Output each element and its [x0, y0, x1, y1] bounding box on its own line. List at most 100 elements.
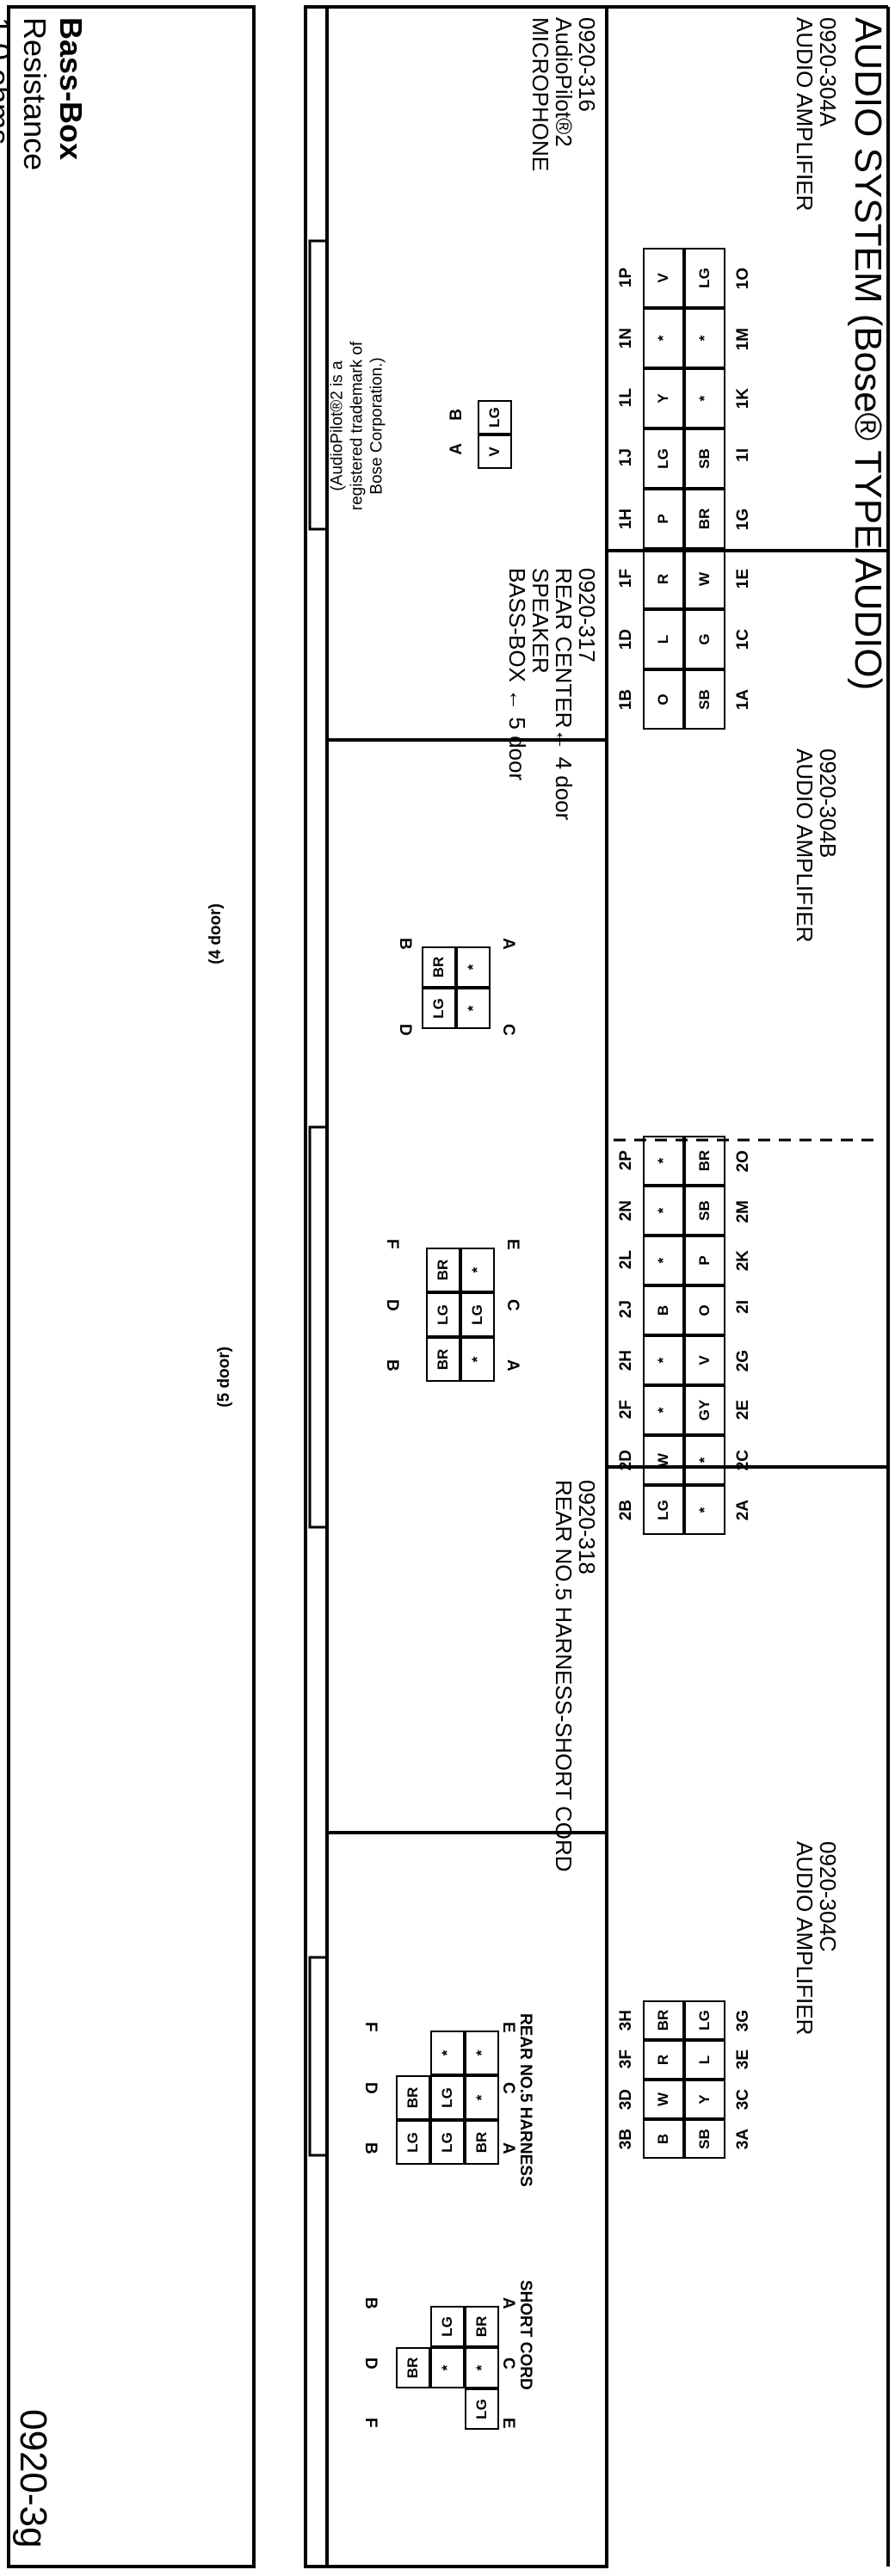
c304b-cell-r2: *	[643, 1385, 684, 1435]
c304a-cell-r2: V	[643, 248, 684, 308]
c304a-cell-r2: *	[643, 308, 684, 368]
c318-harness-pin: A	[499, 2142, 517, 2154]
c304c-cell-r1: L	[684, 2040, 725, 2080]
bass-box-line1: Resistance	[17, 17, 52, 171]
c316-cell: V	[478, 434, 512, 469]
c317-4door-cell: *	[456, 946, 491, 988]
c304a-code: 0920-304A	[815, 17, 841, 127]
c304b-pin: 2C	[734, 1450, 752, 1471]
c304a-cell-r1: G	[684, 609, 725, 669]
c304a-pin: 1E	[734, 569, 752, 589]
c316-pin: A	[448, 443, 466, 455]
c304c-cell-r2: B	[643, 2119, 684, 2159]
c304c-pin: 3A	[734, 2129, 752, 2150]
c316-note: (AudioPilot®2 is a registered trademark …	[328, 341, 386, 511]
c316-name-1: AudioPilot®2	[551, 17, 577, 147]
c304b-pin: 2B	[617, 1500, 635, 1521]
c317-5door-pin: C	[503, 1299, 522, 1311]
c317-4door-pin: B	[396, 938, 414, 950]
c304a-pin: 1C	[734, 629, 752, 650]
c304c-code: 0920-304C	[815, 1841, 841, 1952]
c317-code: 0920-317	[574, 568, 600, 662]
c317-4door-pin: D	[396, 1024, 414, 1036]
c304a-cell-r2: P	[643, 489, 684, 549]
page-title: AUDIO SYSTEM (Bose® TYPE AUDIO)	[847, 17, 889, 691]
c317-4door-cell: BR	[422, 946, 456, 988]
c318-harness-pin: C	[499, 2082, 517, 2094]
c304b-pin: 2I	[734, 1300, 752, 1314]
c304c-cell-r1: Y	[684, 2080, 725, 2119]
bass-box-title: Bass-Box	[53, 17, 89, 161]
c318-harness-pin: D	[361, 2082, 380, 2094]
c304a-cell-r2: LG	[643, 428, 684, 489]
c304b-cell-r1: *	[684, 1435, 725, 1485]
c304c-pin: 3E	[734, 2049, 752, 2070]
c304b-cell-r2: *	[643, 1136, 684, 1186]
c318-short-cell: LG	[465, 2388, 499, 2430]
c318-harness-cell: LG	[430, 2075, 465, 2120]
c318-short-cord-label: SHORT CORD	[516, 2280, 534, 2390]
c304b-cell-r1: P	[684, 1236, 725, 1285]
c304a-pin: 1N	[617, 328, 635, 349]
c304b-pin: 2F	[617, 1400, 635, 1420]
c304a-cell-r1: SB	[684, 669, 725, 730]
c316-cell: LG	[478, 400, 512, 434]
c304c-pin: 3H	[617, 2010, 635, 2031]
c304a-pin: 1A	[734, 689, 752, 711]
c304c-pin: 3B	[617, 2129, 635, 2150]
c317-name-2: SPEAKER	[528, 568, 553, 674]
c317-name-1: REAR CENTER← 4 door	[551, 568, 577, 821]
c317-4door-cell: LG	[422, 988, 456, 1029]
c304c-pin: 3F	[617, 2049, 635, 2069]
c304b-cell-r2: *	[643, 1186, 684, 1236]
c318-harness-cell: *	[430, 2031, 465, 2075]
c317-name-3: BASS-BOX ← 5 door	[504, 568, 530, 781]
c304b-cell-r2: *	[643, 1335, 684, 1385]
c304a-pin: 1O	[734, 268, 752, 290]
c317-5door-cell: *	[460, 1337, 495, 1382]
bass-box-line2: 1.0 ohms	[0, 17, 16, 145]
c318-harness-cell: BR	[396, 2075, 430, 2120]
c304a-cell-r1: *	[684, 308, 725, 368]
c318-code: 0920-318	[574, 1480, 600, 1575]
c304b-pin: 2D	[617, 1450, 635, 1471]
c317-5door-pin: E	[503, 1239, 522, 1250]
c317-4door-cell: *	[456, 988, 491, 1029]
c317-5door-cell: *	[460, 1248, 495, 1292]
c304b-pin: 2N	[617, 1200, 635, 1222]
c304b-name: AUDIO AMPLIFIER	[792, 749, 818, 943]
c317-5door-pin: A	[503, 1359, 522, 1371]
c304b-cell-r2: *	[643, 1236, 684, 1285]
c318-short-pin: E	[499, 2418, 517, 2429]
c318-harness-cell: LG	[430, 2120, 465, 2165]
c304b-pin: 2L	[617, 1250, 635, 1270]
c317-5door-cell: LG	[460, 1292, 495, 1337]
c304a-pin: 1P	[617, 268, 635, 288]
c304a-pin: 1G	[734, 508, 752, 531]
c304a-cell-r1: LG	[684, 248, 725, 308]
c304b-cell-r1: BR	[684, 1136, 725, 1186]
c316-pin: B	[448, 409, 466, 421]
c317-5door-pin: F	[383, 1239, 401, 1249]
c318-harness-cell: LG	[396, 2120, 430, 2165]
c304a-name: AUDIO AMPLIFIER	[792, 17, 818, 212]
c317-5door-cell: LG	[426, 1292, 460, 1337]
c318-short-pin: D	[361, 2357, 380, 2370]
c304b-pin: 2E	[734, 1400, 752, 1420]
c304b-code: 0920-304B	[815, 749, 841, 859]
c304b-cell-r1: V	[684, 1335, 725, 1385]
c318-harness-cell: *	[465, 2031, 499, 2075]
c304a-cell-r2: O	[643, 669, 684, 730]
c318-name: REAR NO.5 HARNESS-SHORT CORD	[551, 1480, 577, 1872]
c304b-pin: 2H	[617, 1350, 635, 1371]
c304a-pin: 1K	[734, 388, 752, 410]
c318-harness-pin: E	[499, 2022, 517, 2033]
c318-short-pin: C	[499, 2357, 517, 2370]
c318-short-pin: F	[361, 2418, 380, 2428]
c318-harness-pin: B	[361, 2142, 380, 2154]
c317-5door-pin: B	[383, 1359, 401, 1371]
c304a-cell-r1: SB	[684, 428, 725, 489]
c304a-pin: 1L	[617, 388, 635, 408]
c304a-pin: 1F	[617, 569, 635, 589]
